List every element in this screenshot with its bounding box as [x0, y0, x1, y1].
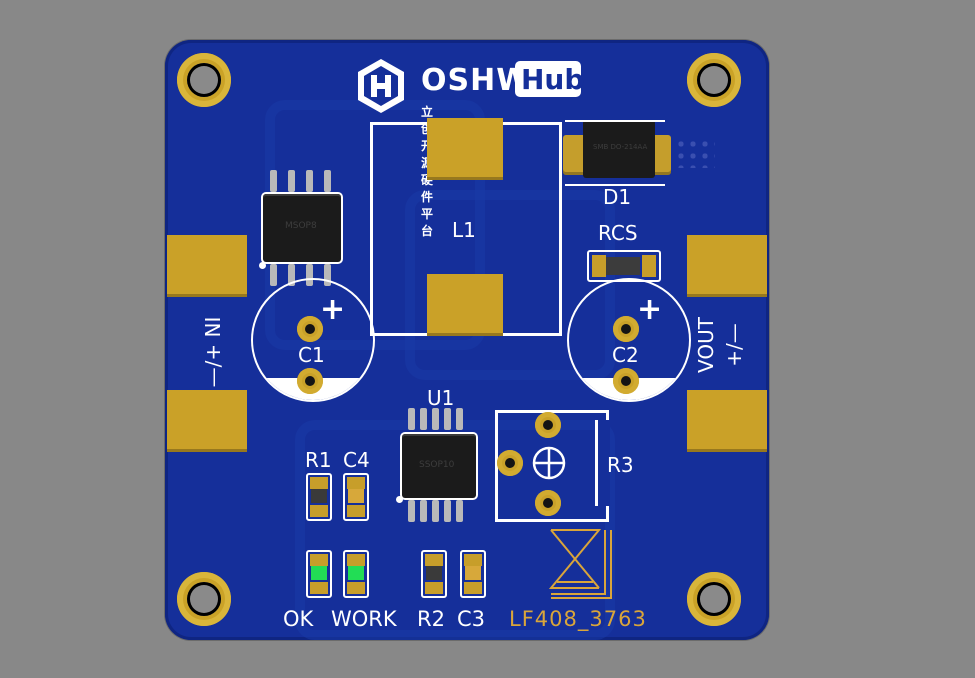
c2-polarity-plus: + [637, 292, 663, 327]
ic-pin [408, 408, 415, 430]
label-c2: C2 [612, 343, 639, 367]
ic-pin [408, 500, 415, 522]
label-c1: C1 [298, 343, 325, 367]
ic-msop8: MSOP8 [263, 194, 341, 262]
led-work [343, 550, 369, 598]
label-c3: C3 [457, 607, 486, 631]
ic-pin [432, 500, 439, 522]
pin1-marker [259, 262, 266, 269]
potentiometer-r3-pad [497, 450, 523, 476]
logo-brand-text: OSHW [421, 63, 531, 98]
ic-pin [288, 264, 295, 286]
logo-hub-text: Hub [521, 63, 585, 96]
diode-d1-outline [565, 120, 665, 186]
logo-hub-badge: Hub [515, 61, 585, 97]
label-work: WORK [331, 607, 397, 631]
ic-pin [432, 408, 439, 430]
capacitor-c2-pad [613, 316, 639, 342]
potentiometer-r3-edge [595, 420, 610, 506]
pcb-board: OSHW Hub 立创开源硬件平台 L1 SMB DO-214AA D1 M [165, 40, 769, 640]
capacitor-c2-pad [613, 368, 639, 394]
ic-pin [324, 170, 331, 192]
label-vout: VOUT [694, 317, 718, 373]
ic-pin [420, 408, 427, 430]
mounting-hole-top-right [687, 53, 741, 107]
capacitor-c1-pad [297, 368, 323, 394]
label-ok: OK [283, 607, 314, 631]
label-r2: R2 [417, 607, 445, 631]
ic-pin [324, 264, 331, 286]
potentiometer-r3-pad [535, 412, 561, 438]
vin-pad-bottom [167, 390, 247, 452]
capacitor-c3 [460, 550, 486, 598]
ic-pin [270, 170, 277, 192]
lceda-hourglass-mark [549, 529, 612, 599]
label-vout-polarity: +/— [722, 323, 746, 367]
mounting-hole-bottom-left [177, 572, 231, 626]
ic-pin [306, 170, 313, 192]
label-r1: R1 [305, 448, 332, 472]
label-r3: R3 [607, 453, 634, 477]
label-c4: C4 [343, 448, 370, 472]
ic-pin [306, 264, 313, 286]
label-vin: —/+ NI [201, 316, 225, 388]
c1-polarity-plus: + [320, 292, 346, 327]
capacitor-c1-pad [297, 316, 323, 342]
diode-d1-body: SMB DO-214AA [583, 120, 655, 178]
capacitor-c4 [343, 473, 369, 521]
potentiometer-adjust-icon [532, 446, 566, 480]
board-id-label: LF408_3763 [509, 607, 647, 631]
ic-pin [420, 500, 427, 522]
inductor-l1-pad-top [427, 118, 503, 180]
vout-pad-bottom [687, 390, 767, 452]
label-rcs: RCS [598, 221, 638, 245]
label-d1: D1 [603, 185, 632, 209]
via-grid [675, 138, 715, 168]
inductor-l1-pad-bottom [427, 274, 503, 336]
oshwhub-logo: OSHW Hub 立创开源硬件平台 [355, 57, 584, 238]
led-ok [306, 550, 332, 598]
mounting-hole-bottom-right [687, 572, 741, 626]
ic-pin [444, 500, 451, 522]
potentiometer-r3-pad [535, 490, 561, 516]
vout-pad-top [687, 235, 767, 297]
resistor-r2 [421, 550, 447, 598]
ic-pin [444, 408, 451, 430]
label-l1: L1 [452, 218, 476, 242]
label-u1: U1 [427, 386, 455, 410]
ic-u1-ssop10: SSOP10 [402, 434, 476, 498]
ic-pin [456, 500, 463, 522]
pin1-marker [396, 496, 403, 503]
mounting-hole-top-left [177, 53, 231, 107]
oshwhub-hex-icon [358, 59, 404, 113]
ic-pin [456, 408, 463, 430]
resistor-r1 [306, 473, 332, 521]
ic-pin [288, 170, 295, 192]
ic-pin [270, 264, 277, 286]
vin-pad-top [167, 235, 247, 297]
